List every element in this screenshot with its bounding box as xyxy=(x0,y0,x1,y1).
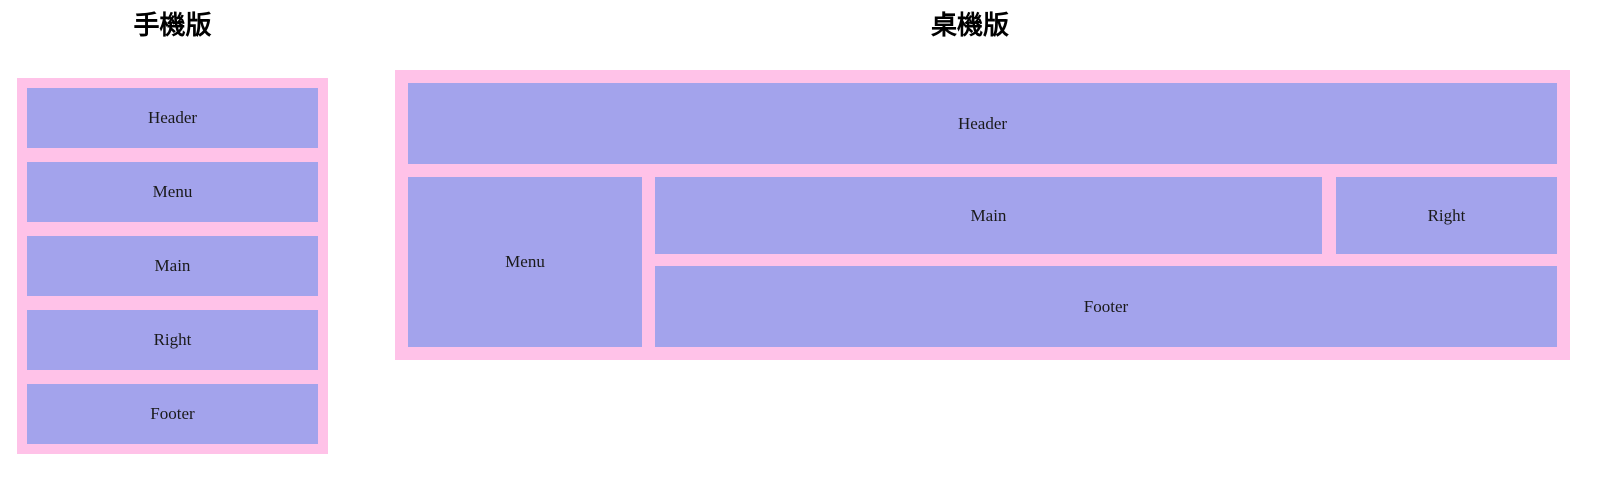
desktop-block-main: Main xyxy=(655,177,1322,254)
desktop-block-footer: Footer xyxy=(655,266,1557,347)
mobile-block-footer: Footer xyxy=(27,384,318,444)
mobile-layout-title: 手機版 xyxy=(133,10,212,40)
mobile-layout-wireframe: Header Menu Main Right Footer xyxy=(17,78,328,454)
mobile-block-right: Right xyxy=(27,310,318,370)
desktop-layout-title: 桌機版 xyxy=(930,10,1009,40)
desktop-main-right-row: Main Right xyxy=(655,177,1557,254)
mobile-block-header: Header xyxy=(27,88,318,148)
desktop-block-header: Header xyxy=(408,83,1557,164)
desktop-block-menu: Menu xyxy=(408,177,642,347)
desktop-body-row: Menu Main Right Footer xyxy=(408,177,1557,347)
mobile-block-main: Main xyxy=(27,236,318,296)
desktop-block-right: Right xyxy=(1336,177,1557,254)
desktop-content-stack: Main Right Footer xyxy=(655,177,1557,347)
desktop-layout-wireframe: Header Menu Main Right Footer xyxy=(395,70,1570,360)
mobile-block-menu: Menu xyxy=(27,162,318,222)
